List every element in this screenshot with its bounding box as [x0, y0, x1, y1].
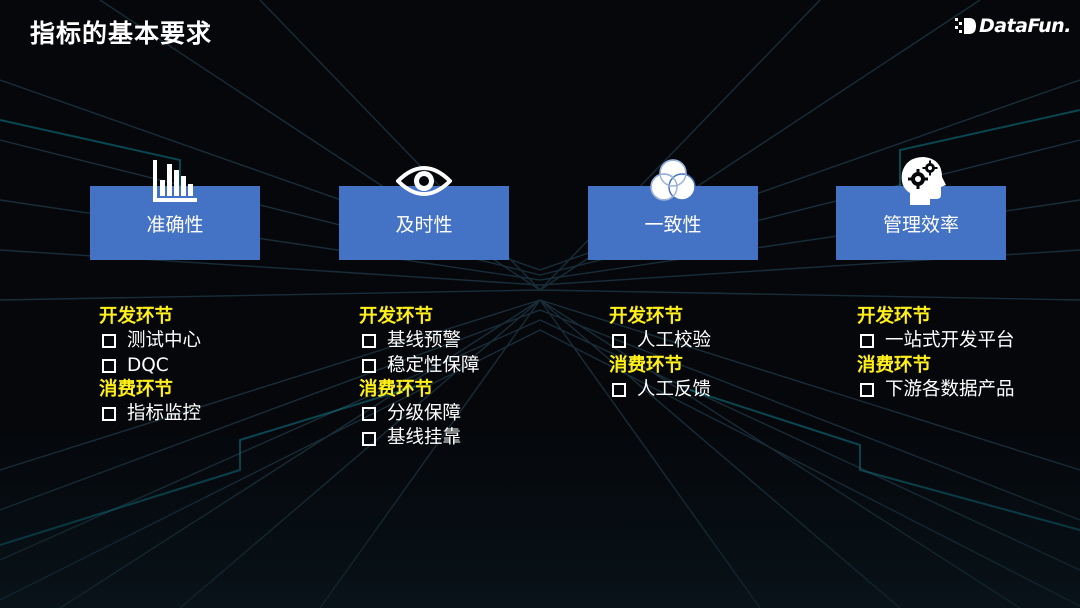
list-item: 下游各数据产品 [857, 378, 1015, 402]
list-item: 稳定性保障 [359, 354, 480, 378]
list-item: 指标监控 [99, 402, 201, 426]
checkbox-bullet-icon [102, 358, 116, 373]
section-heading: 开发环节 [857, 306, 932, 327]
section-heading: 消费环节 [609, 354, 684, 376]
venn-diagram-icon [645, 155, 701, 207]
checkbox-bullet-icon [102, 334, 116, 349]
list-item: 人工校验 [609, 329, 711, 353]
checkbox-bullet-icon [860, 334, 874, 349]
consistency-list: 开发环节人工校验消费环节人工反馈 [609, 305, 711, 402]
bar-chart-icon [146, 155, 202, 207]
card-label: 一致性 [644, 213, 702, 236]
checkbox-bullet-icon [612, 334, 626, 349]
section-heading: 开发环节 [609, 306, 684, 327]
section-heading: 开发环节 [99, 306, 174, 327]
list-item-label: 基线预警 [387, 330, 462, 352]
section-heading: 消费环节 [359, 378, 434, 400]
card-label: 管理效率 [882, 213, 959, 236]
list-item: DQC [99, 354, 201, 378]
management-list: 开发环节一站式开发平台消费环节下游各数据产品 [857, 305, 1015, 402]
list-item-label: 稳定性保障 [387, 354, 480, 376]
list-item: 基线预警 [359, 329, 480, 353]
checkbox-bullet-icon [362, 431, 376, 446]
list-item-label: 指标监控 [127, 403, 202, 425]
section-heading: 开发环节 [359, 306, 434, 327]
list-item-label: 分级保障 [387, 403, 462, 425]
section-heading: 消费环节 [99, 378, 174, 400]
list-item-label: 基线挂靠 [387, 427, 462, 449]
list-item-label: DQC [127, 354, 169, 376]
card-consistency: 一致性 [588, 186, 758, 260]
head-gears-icon [894, 155, 950, 207]
slide-title: 指标的基本要求 [30, 19, 213, 48]
card-label: 及时性 [395, 213, 453, 236]
list-item-label: 人工反馈 [637, 378, 712, 400]
list-item-label: 下游各数据产品 [885, 378, 1015, 400]
checkbox-bullet-icon [102, 407, 116, 422]
list-item: 测试中心 [99, 329, 201, 353]
list-item: 基线挂靠 [359, 426, 480, 450]
list-item: 分级保障 [359, 402, 480, 426]
card-timeliness: 及时性 [339, 186, 509, 260]
eye-icon [396, 155, 452, 207]
list-item-label: 人工校验 [637, 330, 712, 352]
logo-text: DataFun. [979, 15, 1071, 37]
checkbox-bullet-icon [362, 358, 376, 373]
list-item-label: 测试中心 [127, 330, 202, 352]
timeliness-list: 开发环节基线预警稳定性保障消费环节分级保障基线挂靠 [359, 305, 480, 451]
list-item-label: 一站式开发平台 [885, 330, 1015, 352]
card-label: 准确性 [146, 213, 204, 236]
list-item: 人工反馈 [609, 378, 711, 402]
checkbox-bullet-icon [362, 407, 376, 422]
checkbox-bullet-icon [860, 383, 874, 398]
logo-mark-icon [955, 18, 976, 34]
section-heading: 消费环节 [857, 354, 932, 376]
checkbox-bullet-icon [612, 383, 626, 398]
datafun-logo: DataFun. [955, 12, 1071, 40]
list-item: 一站式开发平台 [857, 329, 1015, 353]
checkbox-bullet-icon [362, 334, 376, 349]
